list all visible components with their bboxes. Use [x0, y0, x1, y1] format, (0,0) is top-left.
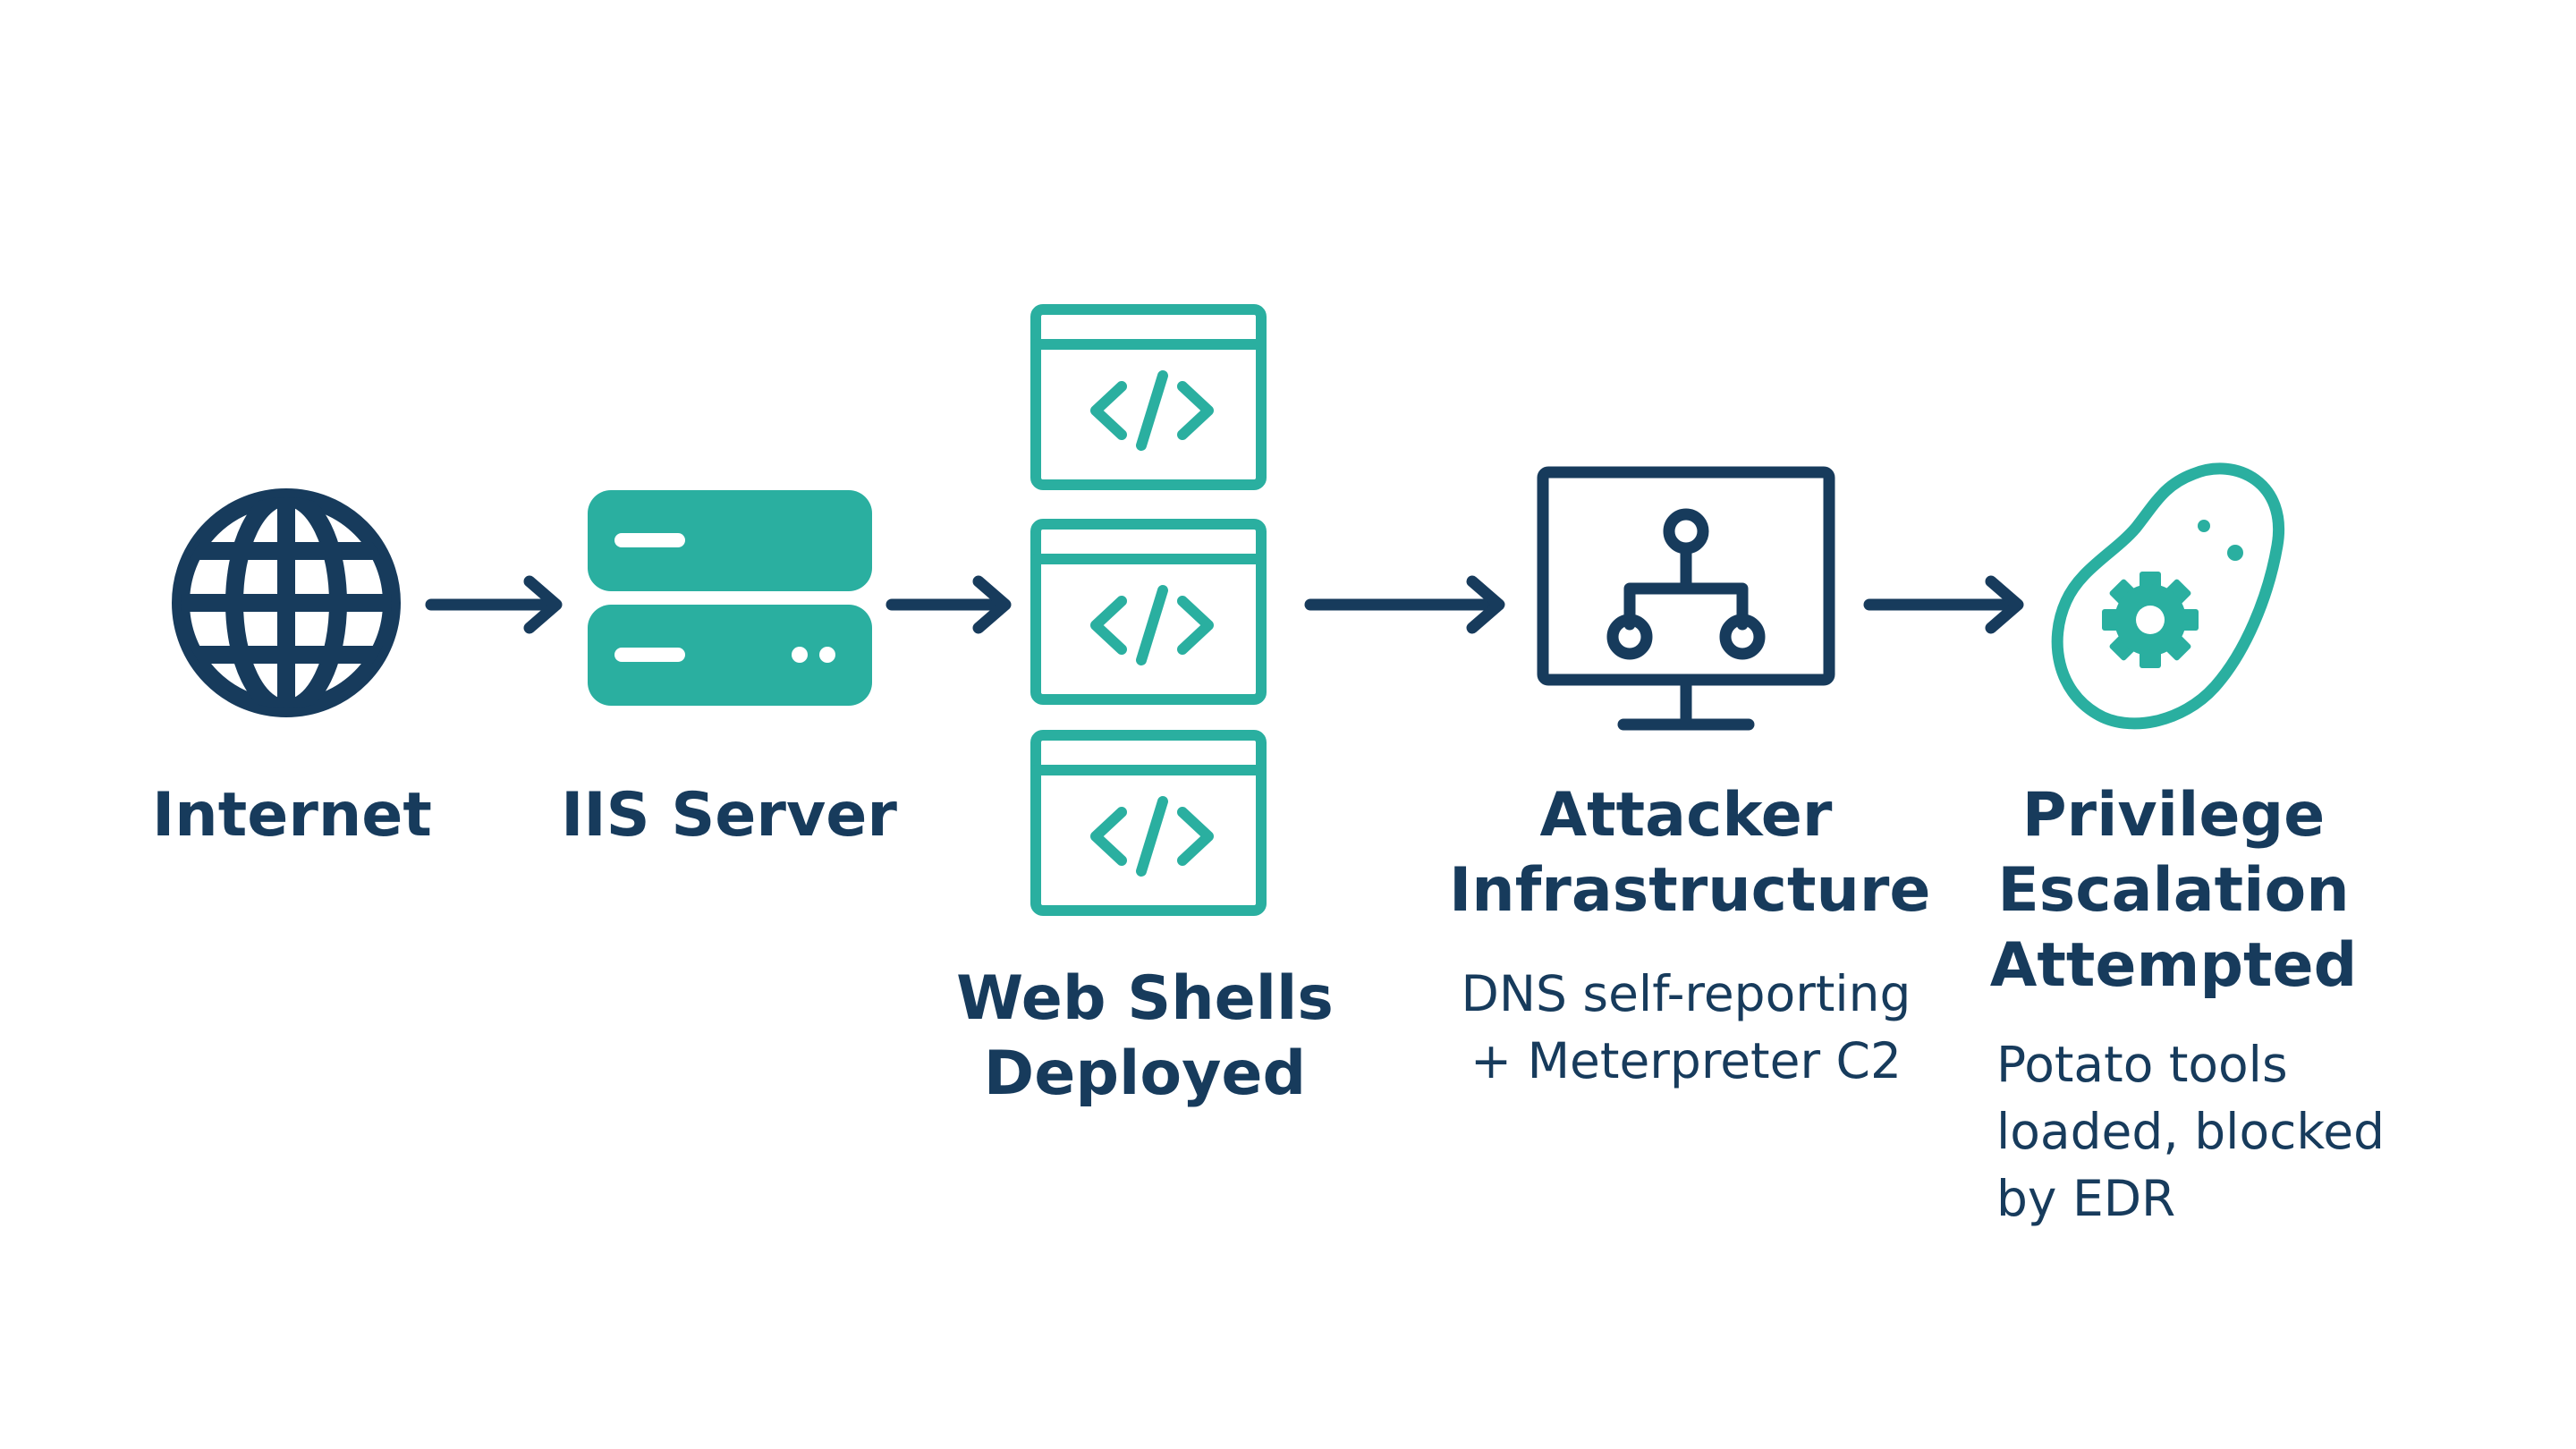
arrow-internet-to-iis	[425, 575, 563, 634]
code-window-icon-top	[1030, 304, 1267, 490]
code-window-icon-middle	[1030, 519, 1267, 705]
globe-icon	[172, 488, 401, 717]
code-window-icon-bottom	[1030, 730, 1267, 916]
arrow-iis-to-webshells	[886, 575, 1012, 634]
node-label-iis-server: IIS Server	[561, 780, 897, 851]
node-label-privilege-escalation: Privilege Escalation Attempted	[1989, 780, 2358, 1001]
node-caption-attacker-infrastructure: DNS self-reporting + Meterpreter C2	[1461, 965, 1911, 1089]
arrow-webshells-to-attacker	[1304, 575, 1505, 634]
network-monitor-icon	[1537, 466, 1835, 731]
potato-gear-icon	[2051, 462, 2285, 730]
node-label-internet: Internet	[152, 780, 432, 851]
node-label-attacker-infrastructure: Attacker Infrastructure	[1449, 780, 1931, 926]
server-icon	[588, 490, 872, 706]
node-label-web-shells: Web Shells Deployed	[956, 963, 1334, 1109]
gear-icon	[2102, 572, 2199, 668]
arrow-attacker-to-privesc	[1863, 575, 2024, 634]
node-caption-privilege-escalation: Potato tools loaded, blocked by EDR	[1996, 1036, 2385, 1227]
